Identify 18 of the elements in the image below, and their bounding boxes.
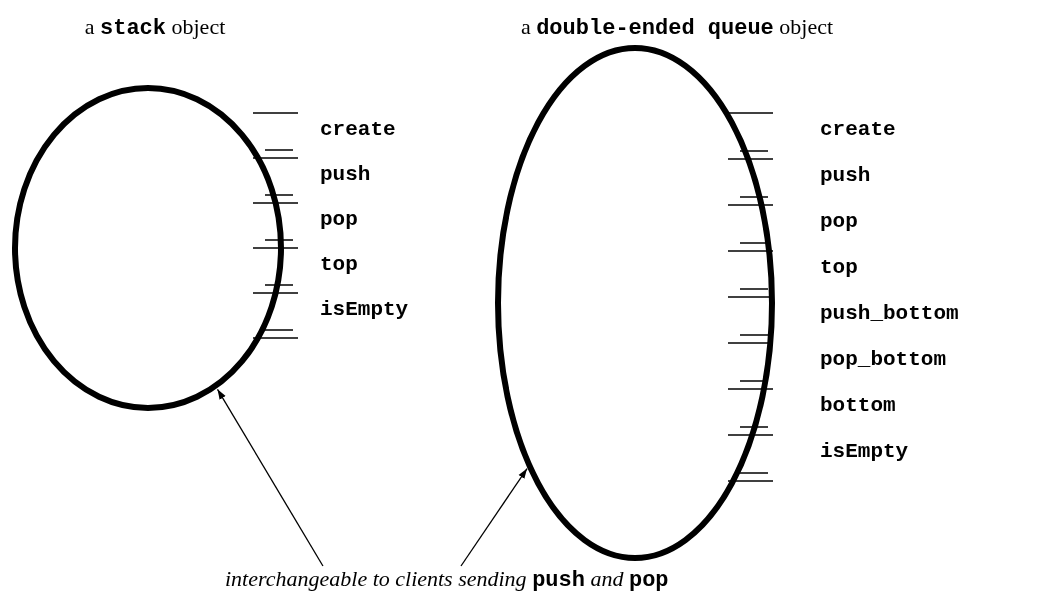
arrow <box>216 388 324 567</box>
arrow <box>460 467 528 567</box>
object-title: a stack object <box>83 14 227 41</box>
method-label: push_bottom <box>820 302 959 326</box>
method-label: pop <box>320 208 358 232</box>
method-label: pop_bottom <box>820 348 947 372</box>
method-label: create <box>320 118 396 142</box>
method-label: create <box>820 118 896 142</box>
method-label: top <box>820 256 858 280</box>
method-label: pop <box>820 210 858 234</box>
method-label: top <box>320 253 358 277</box>
method-label: isEmpty <box>820 440 909 464</box>
object-title: a double-ended queue object <box>519 14 835 41</box>
method-label: push <box>820 164 871 188</box>
caption-text: interchangeable to clients sending push and pop <box>225 566 670 593</box>
method-label: push <box>320 163 371 187</box>
method-label: isEmpty <box>320 298 409 322</box>
method-label: bottom <box>820 394 896 418</box>
